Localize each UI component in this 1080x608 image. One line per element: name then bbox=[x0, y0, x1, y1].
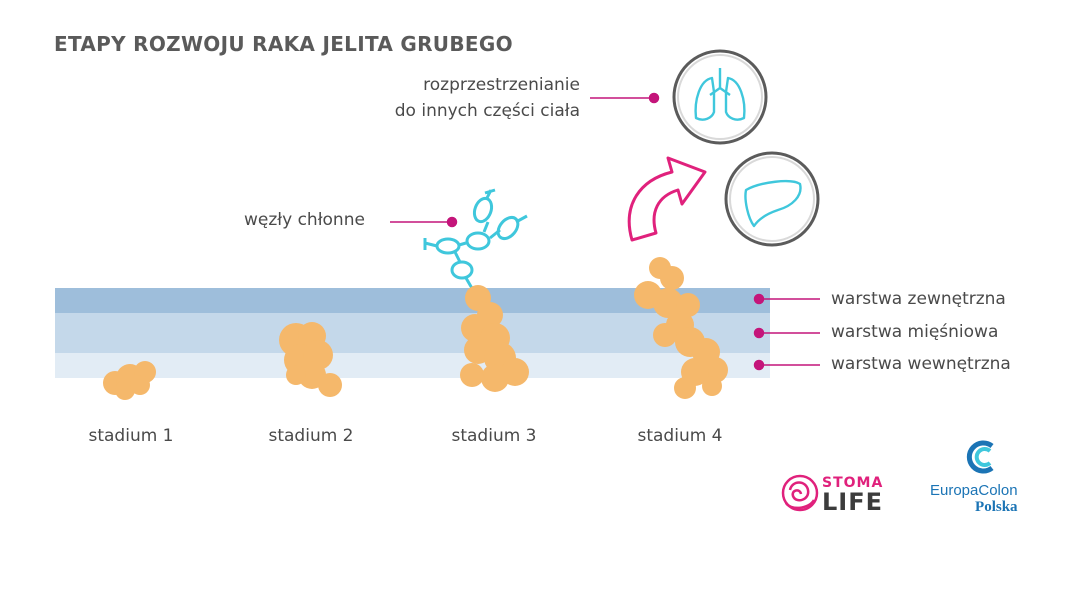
europacolon-logo: EuropaColon Polska bbox=[930, 482, 1018, 516]
lymph-label: węzły chłonne bbox=[244, 210, 365, 230]
layer-label-inner: warstwa wewnętrzna bbox=[831, 354, 1011, 374]
lungs-icon bbox=[672, 49, 768, 145]
layer-muscle bbox=[55, 313, 770, 353]
liver-icon bbox=[724, 151, 820, 247]
europacolon-logo-name: EuropaColon bbox=[930, 482, 1018, 499]
layer-label-outer: warstwa zewnętrzna bbox=[831, 289, 1006, 309]
layer-label-muscle: warstwa mięśniowa bbox=[831, 322, 999, 342]
tumor-stage-4 bbox=[634, 257, 728, 399]
diagram-title: ETAPY ROZWOJU RAKA JELITA GRUBEGO bbox=[54, 32, 513, 56]
europacolon-logo-country: Polska bbox=[975, 499, 1018, 515]
stage-label-1: stadium 1 bbox=[88, 426, 174, 446]
spread-label-line1: rozprzestrzenianie bbox=[423, 75, 580, 95]
spread-label: rozprzestrzenianie do innych części ciał… bbox=[360, 72, 580, 124]
lymph-nodes bbox=[423, 188, 528, 291]
layer-inner bbox=[55, 353, 770, 378]
stoma-logo-bottom: LIFE bbox=[822, 488, 884, 516]
stoma-logo-top: STOMA bbox=[822, 475, 884, 491]
arrow-icon bbox=[627, 156, 707, 242]
tumor-stage-3 bbox=[460, 285, 529, 392]
tumor-stage-1 bbox=[103, 361, 156, 400]
tumor-stage-2 bbox=[279, 322, 342, 397]
stoma-life-logo: STOMA LIFE bbox=[822, 475, 884, 516]
stage-label-4: stadium 4 bbox=[637, 426, 723, 446]
stage-label-3: stadium 3 bbox=[451, 426, 537, 446]
rose-logo-icon bbox=[781, 474, 819, 512]
stage-label-2: stadium 2 bbox=[268, 426, 354, 446]
spread-label-line2: do innych części ciała bbox=[394, 101, 580, 121]
leader-lines bbox=[390, 92, 820, 371]
europacolon-c-icon bbox=[966, 440, 994, 474]
